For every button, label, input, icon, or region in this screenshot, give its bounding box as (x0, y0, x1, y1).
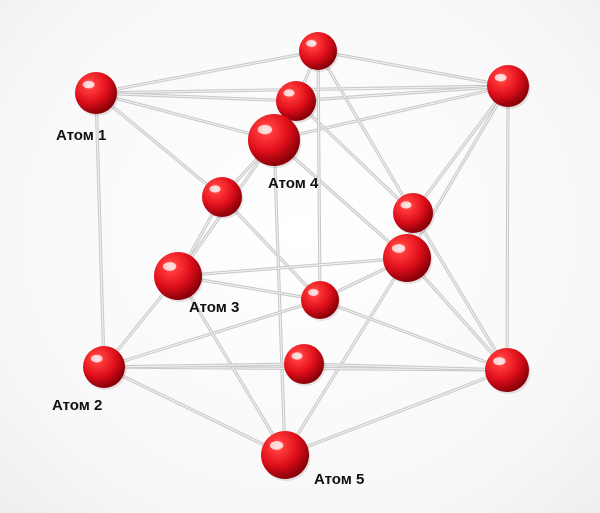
atom-sphere-I (383, 234, 431, 282)
atom-sphere-N (261, 431, 309, 479)
sphere-highlight (400, 201, 412, 209)
sphere-highlight (82, 80, 95, 89)
atom-sphere-A (75, 72, 117, 114)
sphere-highlight (493, 357, 506, 366)
rod-L-M (303, 363, 508, 371)
rod-A-E (95, 92, 275, 141)
rod-A-K (95, 92, 105, 368)
rod-E-I (273, 139, 408, 259)
rod-J-M (319, 299, 508, 371)
rod-A-B (95, 50, 319, 94)
rod-A-D (95, 92, 297, 102)
sphere-highlight (306, 39, 317, 47)
atom-sphere-L (284, 344, 324, 384)
rod-H-J (177, 275, 321, 301)
atom-sphere-F (202, 177, 242, 217)
rod-D-C (295, 85, 509, 102)
atom-sphere-G (393, 193, 433, 233)
rod-B-G (317, 50, 414, 214)
rod-H-I (177, 257, 408, 277)
rod-N-M (284, 369, 508, 456)
sphere-highlight (209, 185, 221, 193)
sphere-highlight (162, 262, 177, 271)
rod-B-C (317, 50, 509, 87)
rod-A-F (95, 92, 223, 198)
atom-sphere-K (83, 346, 125, 388)
rod-C-G (412, 85, 509, 214)
rod-K-N (103, 366, 286, 456)
atom-sphere-B (299, 32, 337, 70)
atom-sphere-J (301, 281, 339, 319)
rod-E-N (273, 139, 286, 456)
sphere-highlight (391, 244, 406, 253)
atom-4-label: Атом 4 (268, 175, 319, 192)
sphere-highlight (257, 124, 273, 135)
atom-sphere-D (276, 81, 316, 121)
atom-spheres (75, 32, 531, 481)
atom-3-label: Атом 3 (189, 299, 240, 316)
rod-I-N (284, 257, 408, 456)
sphere-highlight (308, 288, 319, 296)
sphere-highlight (494, 73, 507, 82)
rod-C-M (506, 85, 509, 371)
rod-G-M (412, 212, 508, 371)
rod-D-G (295, 100, 414, 214)
atom-1-label: Атом 1 (56, 127, 107, 144)
sphere-highlight (90, 354, 103, 363)
rod-I-M (406, 257, 508, 371)
sphere-highlight (269, 441, 284, 450)
atom-sphere-H (154, 252, 202, 300)
rod-B-J (317, 50, 321, 301)
atom-sphere-M (485, 348, 529, 392)
rod-F-J (221, 196, 321, 301)
atom-sphere-C (487, 65, 529, 107)
atom-5-label: Атом 5 (314, 471, 365, 488)
rod-E-C (273, 85, 509, 141)
rod-K-L (103, 363, 305, 368)
atom-2-label: Атом 2 (52, 397, 103, 414)
sphere-highlight (291, 352, 303, 360)
sphere-highlight (283, 89, 295, 97)
atom-sphere-E (248, 114, 300, 166)
